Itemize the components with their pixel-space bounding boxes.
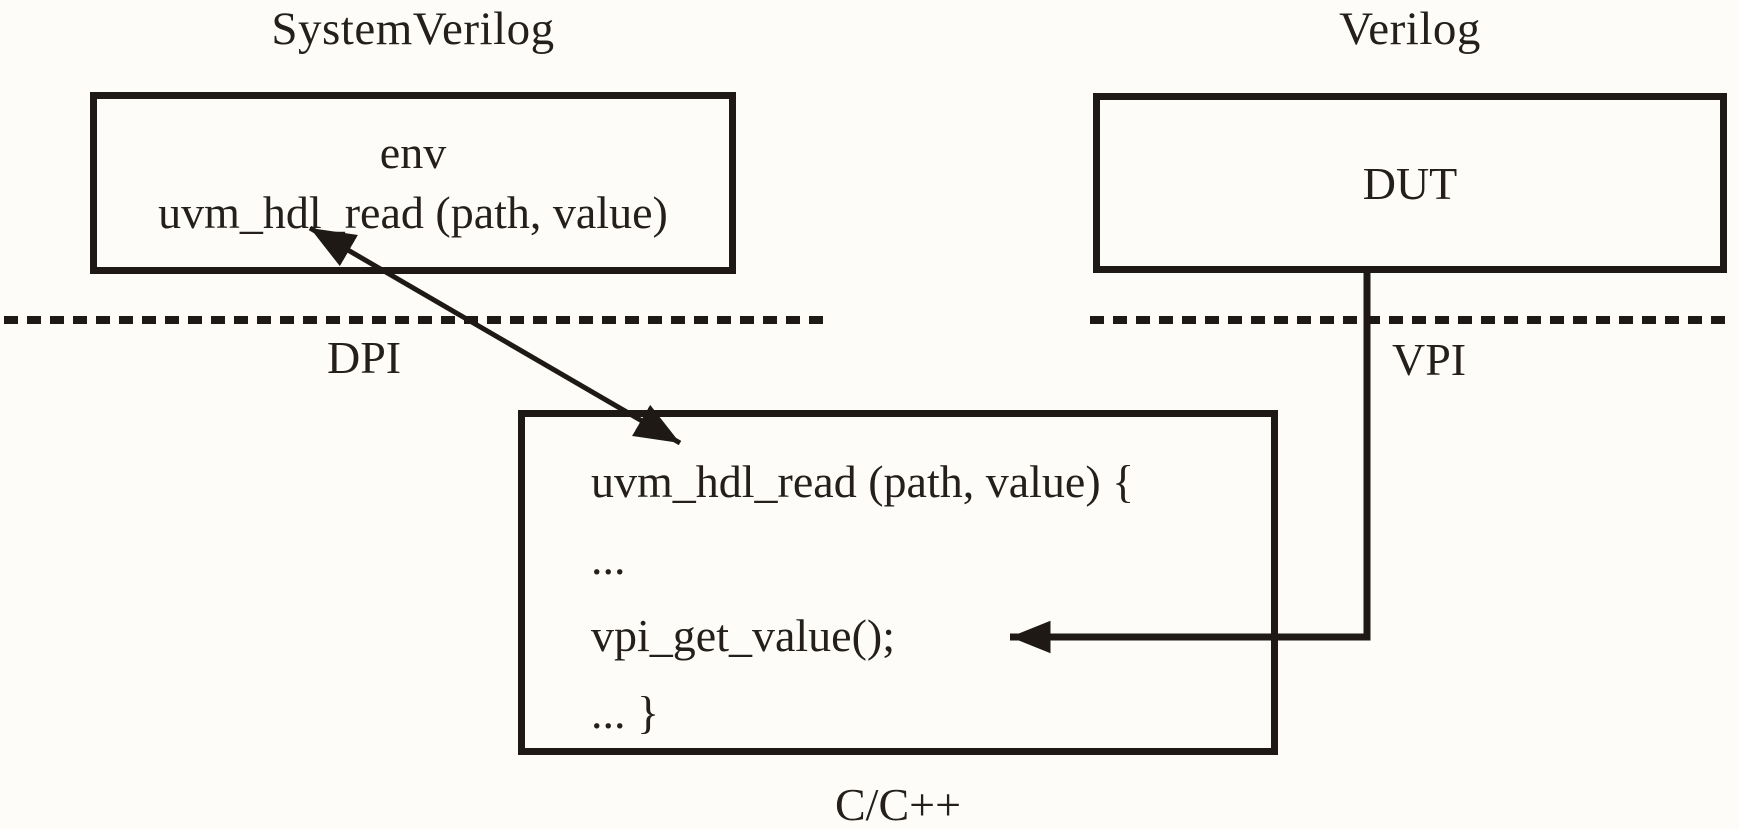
systemverilog-region-title: SystemVerilog (271, 3, 555, 55)
env-box: env uvm_hdl_read (path, value) (90, 92, 736, 274)
dut-box-label: DUT (1362, 157, 1458, 209)
dut-box: DUT (1093, 93, 1727, 273)
dpi-interface-label: DPI (327, 332, 402, 383)
c-implementation-box: uvm_hdl_read (path, value) { ... vpi_get… (518, 410, 1278, 755)
verilog-region-title: Verilog (1339, 3, 1481, 55)
c-box-function-signature: uvm_hdl_read (path, value) { (591, 456, 1135, 507)
c-cpp-region-caption: C/C++ (834, 779, 962, 830)
vpi-interface-label: VPI (1392, 334, 1467, 385)
c-box-ellipsis-1: ... (591, 533, 626, 584)
env-box-call-text: uvm_hdl_read (path, value) (158, 187, 668, 238)
env-box-title: env (379, 127, 447, 178)
c-box-closing-brace: ... } (591, 687, 660, 738)
c-box-vpi-call: vpi_get_value(); (591, 610, 896, 661)
language-boundary-dashed-line-left (4, 316, 826, 324)
language-boundary-dashed-line-right (1090, 316, 1732, 324)
